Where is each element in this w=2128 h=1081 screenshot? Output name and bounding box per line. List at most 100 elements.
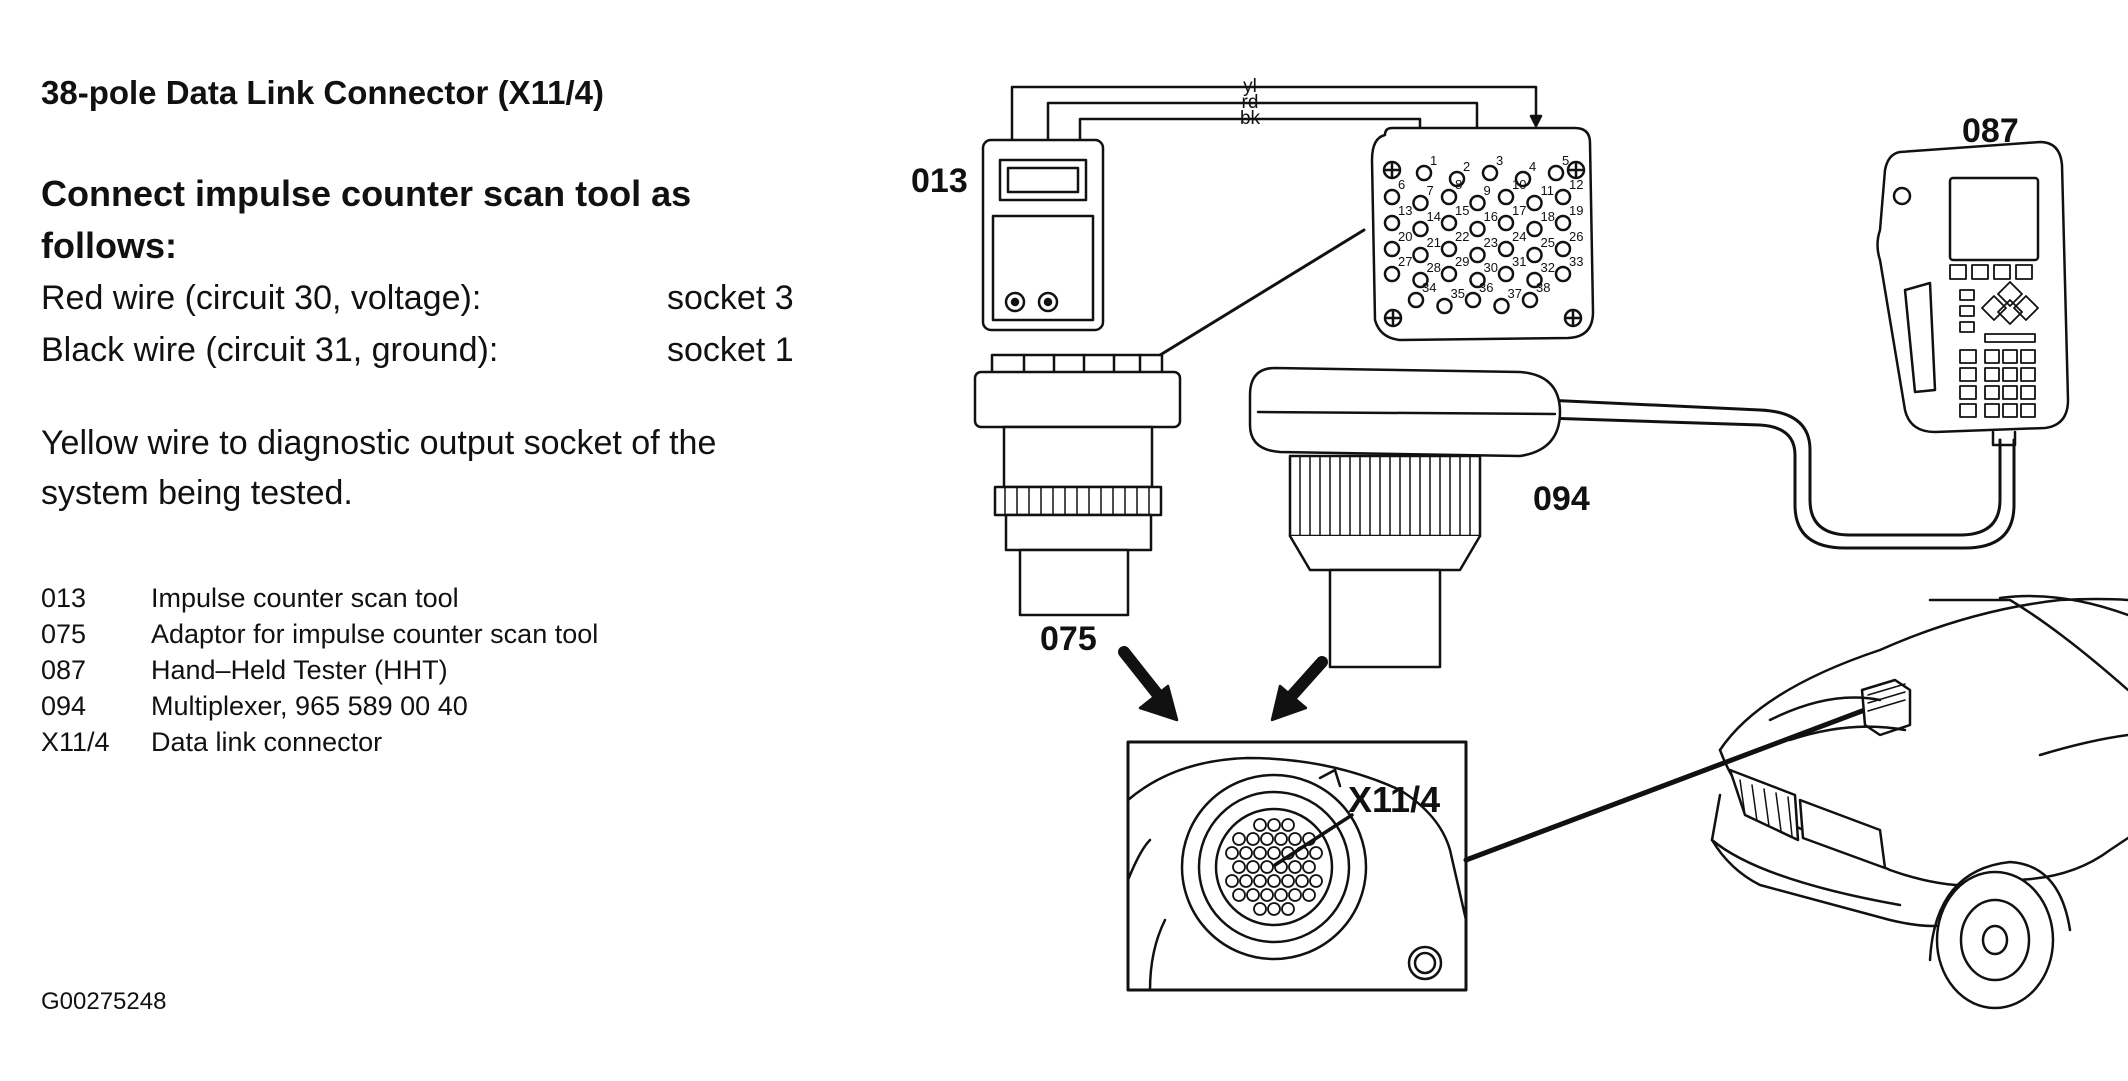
socket-pin: [1288, 888, 1302, 902]
socket-pin: [1246, 860, 1260, 874]
leader-line: [1150, 228, 1366, 362]
pin-number-label: 29: [1455, 254, 1469, 269]
adaptor-head: [973, 370, 1182, 429]
wire-label-bk: bk: [1240, 108, 1261, 129]
x11-4-detail-inset: [1126, 740, 1468, 992]
tester-function-key: [1971, 264, 1989, 280]
connector-pin: [1464, 291, 1482, 309]
tester-keypad-key: [1959, 349, 1977, 364]
car-data-link-connector-ribs: [1867, 683, 1906, 712]
tester-keypad-key: [1959, 385, 1977, 400]
connector-pin: [1469, 220, 1486, 238]
pin-number-label: 17: [1512, 203, 1526, 218]
connector-pin: [1440, 214, 1458, 232]
inset-background-contour: [1148, 918, 1167, 992]
socket-pin: [1288, 860, 1302, 874]
tester-handle: [1903, 281, 1937, 394]
connector-pin: [1526, 220, 1543, 238]
socket-pin: [1253, 818, 1267, 832]
car-roofline: [1998, 594, 2128, 617]
legend-code: 087: [41, 655, 87, 685]
connector-pin: [1547, 164, 1565, 182]
socket-outer-ring: [1180, 773, 1368, 961]
connector-pin: [1436, 297, 1453, 315]
counter-jack-icon: [1043, 297, 1053, 307]
pin-number-label: 35: [1451, 286, 1465, 301]
pin-number-label: 33: [1569, 254, 1583, 269]
pin-number-label: 4: [1529, 159, 1536, 174]
socket-pin: [1260, 888, 1274, 902]
adaptor-ring: [993, 485, 1163, 517]
inset-grommet-icon: [1407, 945, 1443, 981]
pin-number-label: 15: [1455, 203, 1469, 218]
tester-side-key: [1959, 305, 1975, 317]
socket-pin: [1274, 888, 1288, 902]
connector-pin: [1481, 164, 1499, 182]
connector-pin: [1469, 194, 1486, 212]
socket-pin: [1267, 846, 1281, 860]
socket-mid-ring: [1197, 790, 1351, 944]
socket-pin: [1225, 846, 1239, 860]
tester-hole-icon: [1892, 186, 1912, 206]
adaptor-pin-box: [990, 353, 1164, 375]
car-bumper-line: [1710, 838, 1902, 907]
instruction-heading-line2: follows:: [41, 225, 177, 266]
pin-number-label: 31: [1512, 254, 1526, 269]
pin-number-label: 1: [1430, 153, 1437, 168]
multiplexer-taper: [1288, 534, 1482, 572]
socket-pin: [1246, 832, 1260, 846]
connector-pin: [1554, 214, 1572, 232]
tester-keypad-key: [2002, 403, 2018, 418]
mount-screw-icon: [1563, 308, 1583, 328]
yellow-wire: [1010, 85, 1538, 144]
pin-number-label: 26: [1569, 229, 1583, 244]
connector-pin: [1469, 271, 1486, 289]
hand-held-tester-087: [1876, 140, 2070, 447]
socket-pin: [1253, 902, 1267, 916]
connector-pin: [1554, 265, 1572, 283]
insertion-arrow-icon: [1118, 646, 1179, 722]
tester-function-key: [1949, 264, 1967, 280]
socket-pin: [1295, 874, 1309, 888]
connector-pin: [1497, 214, 1515, 232]
pin-number-label: 18: [1541, 209, 1555, 224]
tester-keypad-key: [2002, 367, 2018, 382]
tester-function-key: [2015, 264, 2033, 280]
counter-panel: [991, 214, 1095, 322]
legend-desc: Adaptor for impulse counter scan tool: [151, 619, 599, 649]
label-013: 013: [911, 162, 968, 200]
connector-pin: [1497, 265, 1515, 283]
connector-pin: [1412, 271, 1429, 289]
tester-keypad-key: [1984, 367, 2000, 382]
yellow-wire-note: Yellow wire to diagnostic output socket …: [41, 418, 716, 518]
multiplexer-cable-inner: [1543, 416, 2016, 550]
counter-display: [998, 158, 1088, 202]
legend-desc: Hand–Held Tester (HHT): [151, 655, 448, 685]
multiplexer-094: [1248, 366, 2016, 669]
tester-function-key: [1993, 264, 2011, 280]
pin-number-label: 23: [1484, 235, 1498, 250]
adaptor-plug: [1018, 548, 1130, 617]
socket-pin: [1232, 860, 1246, 874]
multiplexer-knurl: [1299, 455, 1471, 537]
pin-number-label: 37: [1508, 286, 1522, 301]
adaptor-collar: [1004, 513, 1153, 552]
tester-keypad-key: [1959, 367, 1977, 382]
connector-pin: [1412, 246, 1429, 264]
pin-number-label: 25: [1541, 235, 1555, 250]
pin-number-label: 13: [1398, 203, 1412, 218]
socket-pin: [1281, 874, 1295, 888]
adaptor-075: [973, 353, 1182, 617]
counter-jack-icon: [1004, 291, 1026, 313]
wire-label-yl: yl: [1243, 76, 1257, 97]
car-windshield: [1928, 598, 2128, 692]
pin-number-label: 16: [1484, 209, 1498, 224]
pin-number-label: 8: [1455, 177, 1462, 192]
connector-pin: [1521, 291, 1539, 309]
tester-cable-port: [1991, 430, 2017, 447]
connection-label: Black wire (circuit 31, ground):: [41, 331, 499, 369]
legend-desc: Multiplexer, 965 589 00 40: [151, 691, 468, 721]
tester-keypad-key: [2020, 349, 2036, 364]
